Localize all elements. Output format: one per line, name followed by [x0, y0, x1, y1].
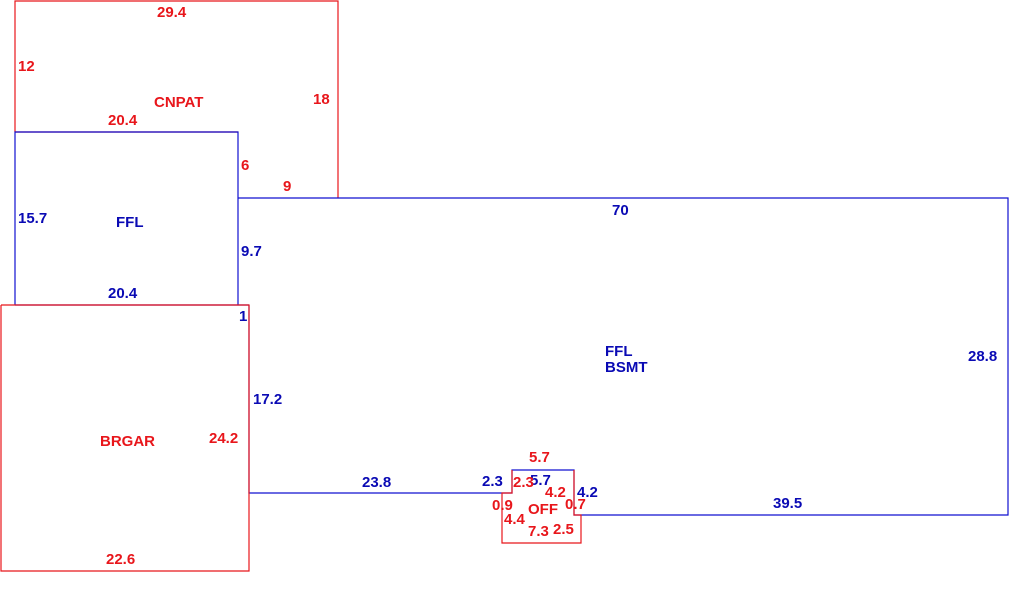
- ffl-outline: [14, 131, 239, 305]
- dim-off-left-step: 0.9: [492, 497, 513, 514]
- dim-brgar-bottom: 22.6: [106, 551, 135, 568]
- area-label-brgar: BRGAR: [100, 433, 155, 450]
- dim-bsmt-bottom-right: 39.5: [773, 495, 802, 512]
- dim-brgar-right: 24.2: [209, 430, 238, 447]
- dim-cnpat-top: 29.4: [157, 4, 187, 21]
- dim-off-left-upper: 2.3: [513, 474, 534, 491]
- dim-cnpat-step-vertical: 6: [241, 157, 249, 174]
- area-label-ffl-bsmt-line1: FFL: [605, 343, 633, 360]
- dim-off-bottom-right: 2.5: [553, 521, 574, 538]
- dim-bsmt-notch-left: 2.3: [482, 473, 503, 490]
- dim-bsmt-small-step: 1: [239, 308, 247, 325]
- dim-cnpat-right: 18: [313, 91, 330, 108]
- area-label-cnpat: CNPAT: [154, 94, 203, 111]
- dim-ffl-left: 15.7: [18, 210, 47, 227]
- dim-off-top: 5.7: [529, 449, 550, 466]
- dim-ffl-right: 9.7: [241, 243, 262, 260]
- dim-off-left-lower: 4.4: [504, 511, 526, 528]
- dim-off-right-upper: 4.2: [545, 484, 566, 501]
- cnpat-outline: [14, 0, 339, 198]
- dim-bsmt-bottom-left: 23.8: [362, 474, 391, 491]
- dim-bsmt-right: 28.8: [968, 348, 997, 365]
- dim-bsmt-notch-top: 5.7: [530, 472, 551, 489]
- dim-cnpat-left: 12: [18, 58, 35, 75]
- dim-off-bottom: 7.3: [528, 523, 549, 540]
- dim-bsmt-left: 17.2: [253, 391, 282, 408]
- dim-bsmt-top: 70: [612, 202, 629, 219]
- area-label-off: OFF: [528, 501, 558, 518]
- brgar-outline: [0, 304, 250, 572]
- dim-cnpat-bottom: 20.4: [108, 112, 138, 129]
- area-label-ffl: FFL: [116, 214, 144, 231]
- off-outline: [501, 470, 582, 544]
- dim-cnpat-step-horizontal: 9: [283, 178, 291, 195]
- dim-bsmt-notch-right: 4.2: [577, 484, 598, 501]
- dim-ffl-bottom: 20.4: [108, 285, 138, 302]
- dim-off-right-step: 0.7: [565, 496, 586, 513]
- area-label-ffl-bsmt-line2: BSMT: [605, 359, 648, 376]
